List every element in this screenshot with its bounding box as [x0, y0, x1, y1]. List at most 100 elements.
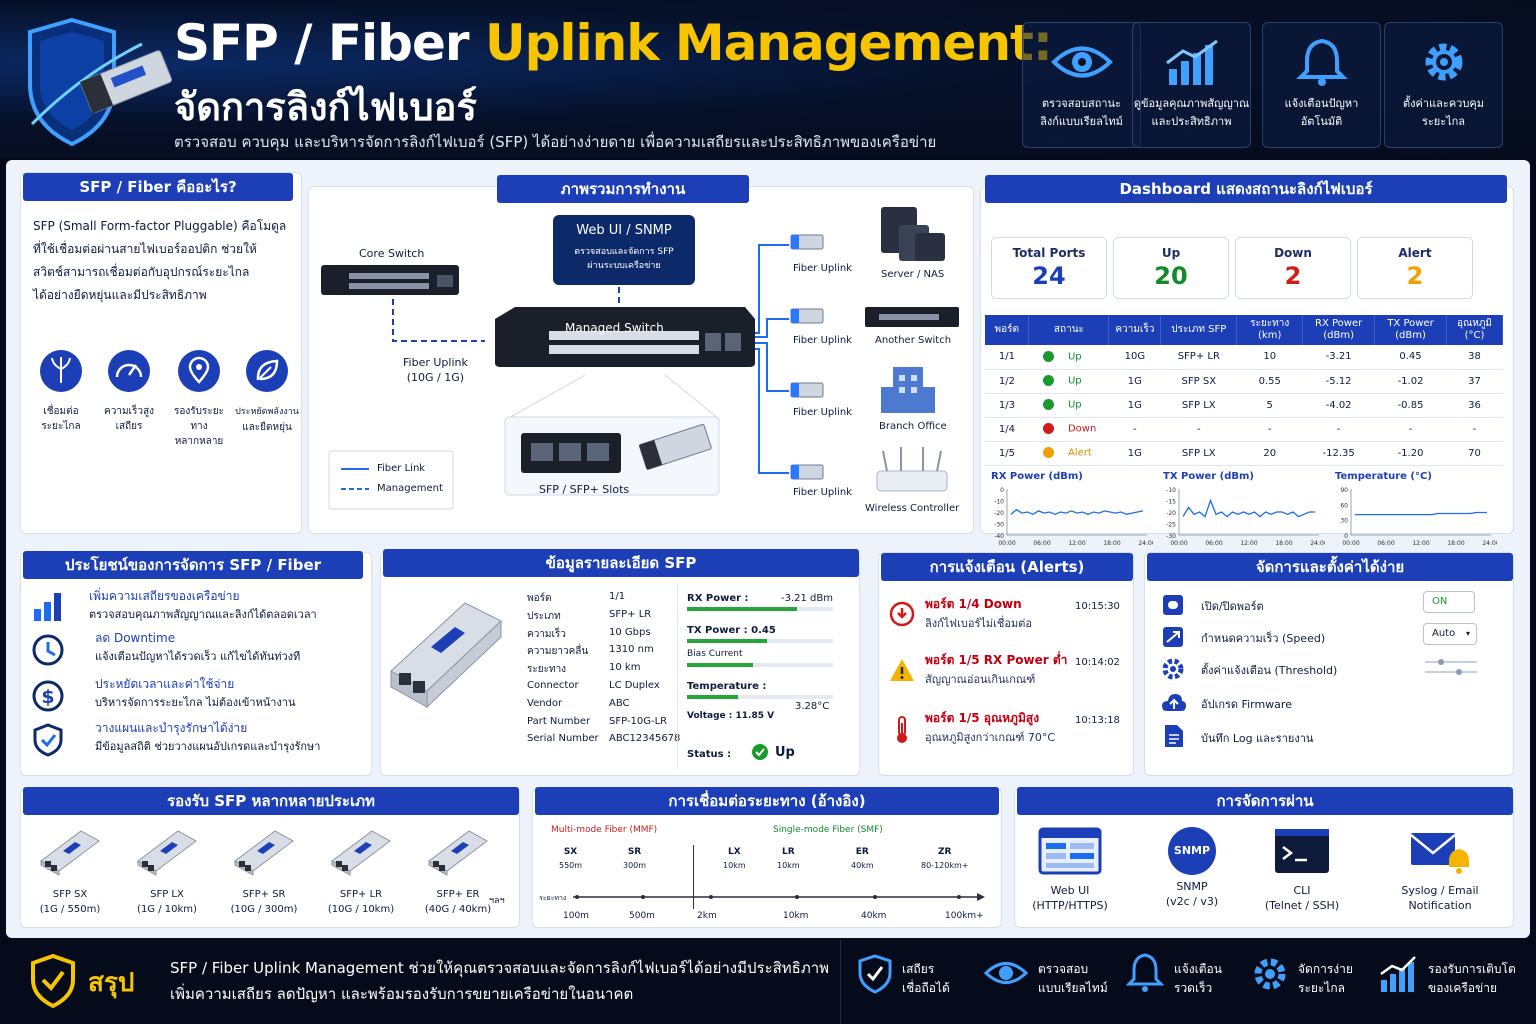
status-dot-icon — [1042, 447, 1054, 459]
what-is-sfp-description: SFP (Small Form-factor Pluggable) คือโมด… — [33, 219, 287, 302]
cell-rx-power: -3.21 — [1302, 345, 1375, 370]
cell-sfp-type: SFP LX — [1160, 441, 1237, 466]
mini-chart-title: RX Power (dBm) — [991, 471, 1083, 482]
gear-icon — [1162, 658, 1184, 680]
status-dot-icon — [1042, 375, 1054, 387]
device-switch-label: Another Switch — [875, 335, 952, 346]
snmp-icon: SNMP — [1168, 827, 1216, 875]
managed-switch-label: Managed Switch — [565, 321, 664, 335]
cell-tx-power: - — [1374, 417, 1447, 442]
status-text: Up — [1067, 351, 1082, 363]
sfp-types-title: รองรับ SFP หลากหลายประเภท — [23, 787, 519, 815]
fiber-uplink-label: Fiber Uplink — [793, 407, 852, 418]
detail-field-value: SFP+ LR — [609, 608, 652, 620]
status-text: Down — [1067, 423, 1097, 435]
terminal-icon — [1275, 829, 1329, 873]
detail-field-value: 10 km — [609, 662, 641, 674]
detail-field-label: Vendor — [527, 697, 563, 709]
sfp-module-icon — [331, 830, 391, 876]
sfp-slots-label: SFP / SFP+ Slots — [539, 483, 630, 496]
bar-chart-icon — [34, 593, 61, 621]
threshold-slider[interactable] — [1423, 655, 1479, 679]
svg-text:$: $ — [41, 686, 54, 708]
chevron-down-icon: ▾ — [1465, 629, 1470, 638]
mmf-label: Multi-mode Fiber (MMF) — [551, 825, 658, 835]
y-tick-label: -20 — [1166, 510, 1176, 517]
mini-chart-title: TX Power (dBm) — [1163, 471, 1254, 482]
series-line — [1182, 498, 1315, 518]
detail-field-label: ระยะทาง — [527, 664, 567, 676]
shield-check-icon — [858, 954, 892, 994]
cell-temperature: - — [1446, 417, 1503, 442]
cell-distance: 20 — [1236, 441, 1303, 466]
distance-tick-label: 100m — [563, 911, 589, 921]
feature-remote: ตั้งค่าและควบคุมระยะไกล — [1384, 22, 1503, 148]
temperature-label: Temperature : — [687, 681, 767, 692]
footer-summary-line1: SFP / Fiber Uplink Management ช่วยให้คุณ… — [170, 959, 830, 977]
cell-speed: - — [1108, 417, 1161, 442]
status-dot-icon — [1042, 399, 1054, 411]
detail-field-value: 1310 nm — [609, 644, 654, 656]
x-tick-label: 24:00 — [1310, 540, 1325, 547]
status-dot-icon — [1042, 423, 1054, 435]
bell-icon — [1126, 953, 1164, 992]
growth-chart-icon — [1380, 956, 1416, 992]
speed-select[interactable]: Auto▾ — [1423, 623, 1477, 645]
y-tick-label: 0 — [1000, 487, 1004, 494]
shield-sfp-logo-icon — [28, 17, 172, 147]
y-tick-label: -10 — [994, 499, 1004, 506]
detail-field-value: LC Duplex — [609, 680, 660, 691]
temperature-bar — [687, 695, 833, 699]
y-tick-label: -10 — [1166, 487, 1176, 494]
x-tick-label: 06:00 — [1033, 540, 1050, 547]
header: SFP / Fiber Uplink Management: จัดการลิง… — [0, 0, 1536, 158]
port-toggle-switch[interactable]: ON — [1423, 591, 1475, 613]
clock-icon — [32, 634, 64, 666]
distance-tick-label: 2km — [697, 911, 717, 921]
cell-rx-power: -12.35 — [1302, 441, 1375, 466]
config-title: จัดการและตั้งค่าได้ง่าย — [1147, 553, 1513, 581]
cell-port: 1/3 — [985, 393, 1029, 418]
browser-icon — [1038, 827, 1102, 875]
series-line — [1010, 508, 1144, 516]
x-tick-label: 00:00 — [998, 540, 1015, 547]
sfp-type-label: SFP+ ER(40G / 40km) — [424, 889, 492, 915]
sfp-details-title: ข้อมูลรายละเอียด SFP — [383, 549, 859, 577]
config-threshold-label: ตั้งค่าแจ้งเตือน (Threshold) — [1201, 664, 1338, 677]
cell-speed: 10G — [1108, 345, 1161, 370]
what-is-sfp-title: SFP / Fiber คืออะไร? — [23, 173, 293, 201]
cell-rx-power: -4.02 — [1302, 393, 1375, 418]
gear-icon — [1425, 43, 1462, 81]
speedometer-icon — [108, 350, 150, 392]
legend-management: Management — [377, 483, 443, 494]
fiber-uplink-label: Fiber Uplink — [793, 263, 852, 274]
status-label: Status : — [687, 749, 732, 760]
cell-distance: 10 — [1236, 345, 1303, 370]
cell-status: Alert — [1028, 441, 1109, 466]
smf-label: Single-mode Fiber (SMF) — [773, 825, 883, 835]
y-tick-label: 30 — [1340, 518, 1348, 525]
x-tick-label: 00:00 — [1170, 540, 1187, 547]
speed-icon — [1163, 627, 1183, 647]
detail-field-value: SFP-10G-LR — [609, 715, 668, 727]
cell-status: Up — [1028, 369, 1109, 394]
what-is-sfp-card: SFP / Fiber คืออะไร? SFP (Small Form-fac… — [20, 172, 302, 534]
detail-field-value: ABC12345678 — [609, 733, 681, 745]
bell-icon — [1295, 38, 1348, 86]
detail-field-value: ABC — [609, 697, 630, 709]
cell-speed: 1G — [1108, 393, 1161, 418]
page-title: SFP / Fiber Uplink Management: — [174, 14, 1053, 72]
